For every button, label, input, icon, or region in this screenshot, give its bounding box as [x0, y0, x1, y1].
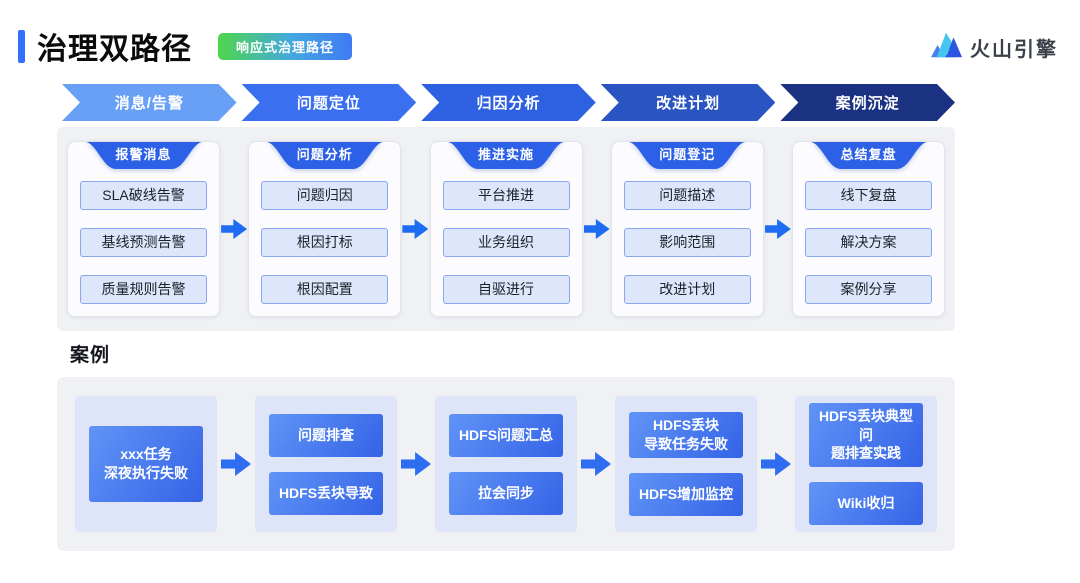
stage-card-4: 问题登记问题描述影响范围改进计划	[610, 141, 764, 317]
card-item: 业务组织	[442, 228, 570, 257]
pipeline-stage-2: 问题定位	[242, 84, 417, 121]
pipeline-stage-3: 归因分析	[421, 84, 596, 121]
case-arrow-icon	[581, 452, 611, 476]
stage-card-3: 推进实施平台推进业务组织自驱进行	[429, 141, 583, 317]
header: 治理双路径 响应式治理路径	[18, 24, 353, 68]
card-item-list: 平台推进业务组织自驱进行	[442, 181, 570, 304]
pipeline-stage-1: 消息/告警	[62, 84, 237, 121]
card-item: 基线预测告警	[80, 228, 207, 257]
card-header-label: 问题分析	[296, 147, 353, 162]
card-item: 案例分享	[805, 275, 932, 304]
case-section-heading: 案例	[70, 345, 111, 366]
stage-card-5: 总结复盘线下复盘解决方案案例分享	[792, 141, 945, 317]
card-header-ribbon: 推进实施	[448, 142, 564, 169]
case-step-box: HDFS增加监控	[629, 472, 743, 516]
case-arrow-icon	[761, 452, 791, 476]
card-item: 质量规则告警	[80, 275, 207, 304]
card-item-list: SLA破线告警基线预测告警质量规则告警	[80, 181, 207, 304]
flow-arrow-icon	[221, 219, 248, 239]
case-step-box: HDFS丢块典型问 题排查实践	[809, 402, 923, 468]
card-header-label: 推进实施	[477, 147, 534, 162]
card-item: 根因配置	[261, 275, 389, 304]
title-accent-bar	[18, 29, 25, 63]
pipeline-stage-5: 案例沉淀	[780, 84, 955, 121]
card-item: 改进计划	[623, 275, 751, 304]
card-item: 自驱进行	[442, 275, 570, 304]
card-item: 根因打标	[261, 228, 389, 257]
flow-arrow-icon	[402, 219, 429, 239]
card-header-label: 问题登记	[659, 147, 716, 162]
case-group-4: HDFS丢块 导致任务失败 HDFS增加监控	[615, 396, 757, 532]
flow-arrow-icon	[764, 219, 791, 239]
case-step-box: HDFS丢块导致	[269, 471, 383, 515]
case-step-box: 拉会同步	[449, 471, 563, 515]
case-step-box: HDFS丢块 导致任务失败	[629, 412, 743, 458]
volcengine-mountain-icon	[931, 30, 963, 65]
case-step-box: 问题排查	[269, 413, 383, 457]
pipeline-stage-4: 改进计划	[601, 84, 776, 121]
case-group-2: 问题排查 HDFS丢块导致	[255, 396, 397, 532]
card-item: 影响范围	[623, 228, 751, 257]
case-step-box: xxx任务 深夜执行失败	[89, 426, 203, 502]
brand-logo-text: 火山引擎	[970, 39, 1058, 61]
card-item: 平台推进	[442, 181, 570, 210]
card-item: SLA破线告警	[80, 181, 207, 210]
card-item: 解决方案	[805, 228, 932, 257]
case-arrow-icon	[221, 452, 251, 476]
card-header-ribbon: 问题分析	[266, 142, 383, 169]
card-header-label: 总结复盘	[840, 147, 897, 162]
stage-card-1: 报警消息 SLA破线告警基线预测告警质量规则告警	[67, 141, 220, 317]
case-group-1: xxx任务 深夜执行失败	[75, 396, 217, 532]
card-item: 线下复盘	[805, 181, 932, 210]
card-item: 问题描述	[623, 181, 751, 210]
brand-logo: 火山引擎	[931, 30, 1058, 65]
card-item: 问题归因	[261, 181, 389, 210]
card-header-ribbon: 总结复盘	[810, 142, 927, 169]
card-header-label: 报警消息	[115, 147, 172, 162]
pipeline-banner: 消息/告警问题定位归因分析改进计划案例沉淀	[62, 84, 955, 121]
flow-arrow-icon	[583, 219, 610, 239]
card-item-list: 问题描述影响范围改进计划	[623, 181, 751, 304]
path-type-badge: 响应式治理路径	[218, 32, 353, 60]
card-header-ribbon: 问题登记	[629, 142, 746, 169]
card-header-ribbon: 报警消息	[85, 142, 202, 169]
case-group-5: HDFS丢块典型问 题排查实践 Wiki收归	[795, 396, 937, 532]
page-title: 治理双路径	[37, 33, 192, 66]
case-step-box: Wiki收归	[809, 482, 923, 526]
card-item-list: 问题归因根因打标根因配置	[261, 181, 389, 304]
card-item-list: 线下复盘解决方案案例分享	[805, 181, 932, 304]
case-group-3: HDFS问题汇总拉会同步	[435, 396, 577, 532]
stage-card-2: 问题分析问题归因根因打标根因配置	[248, 141, 402, 317]
case-step-box: HDFS问题汇总	[449, 413, 563, 457]
case-arrow-icon	[401, 452, 431, 476]
